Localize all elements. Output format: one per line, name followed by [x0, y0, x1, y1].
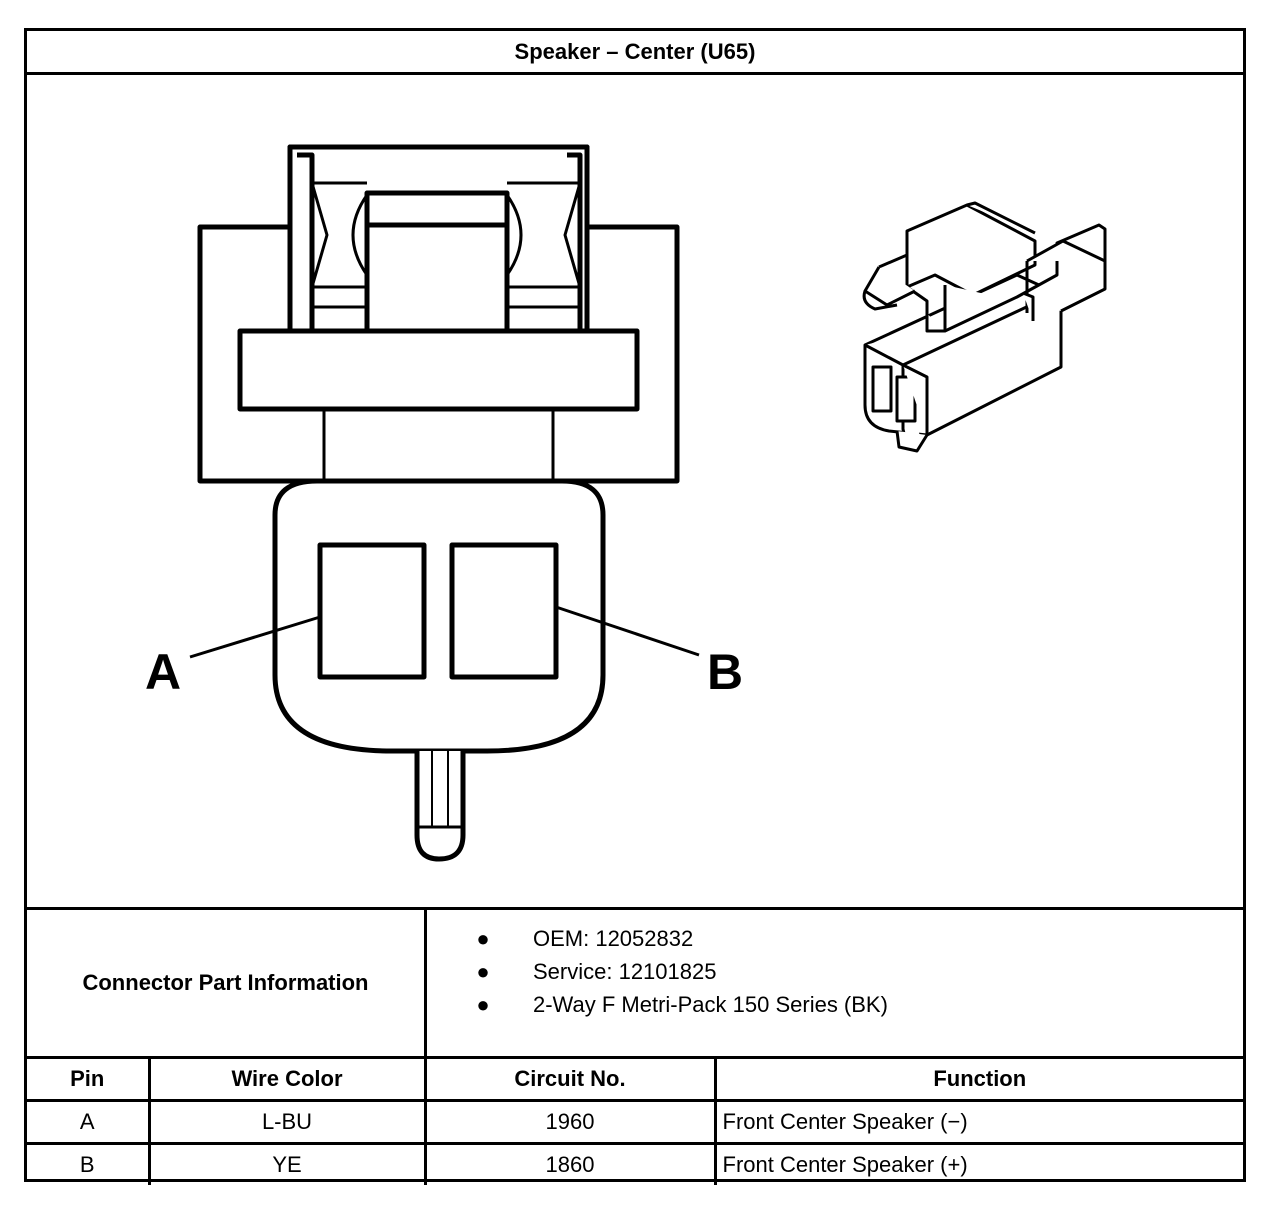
header-function: Function	[713, 1059, 1243, 1102]
bullet-icon: ●	[476, 926, 490, 951]
cell-wire-color: YE	[147, 1142, 427, 1185]
connector-face-view: A B	[145, 144, 1107, 862]
part-info-text: OEM: 12052832	[533, 926, 694, 951]
cell-function: Front Center Speaker (−)	[713, 1099, 1243, 1145]
connector-part-info-list: ● OEM: 12052832 ● Service: 12101825 ● 2-Way…	[473, 922, 888, 1021]
cavity-a	[317, 542, 427, 680]
cell-wire-color: L-BU	[147, 1099, 427, 1145]
part-info-text: Service: 12101825	[533, 959, 717, 984]
bullet-icon: ●	[476, 992, 490, 1017]
connector-part-info-label: Connector Part Information	[27, 910, 427, 1056]
cell-function: Front Center Speaker (+)	[713, 1142, 1243, 1185]
cell-pin: B	[27, 1142, 151, 1185]
bullet-icon: ●	[476, 959, 490, 984]
cell-circuit-no: 1960	[423, 1099, 717, 1145]
header-pin: Pin	[27, 1059, 151, 1102]
table-row: B YE 1860 Front Center Speaker (+)	[27, 1142, 1243, 1185]
pin-table-header: Pin Wire Color Circuit No. Function	[27, 1059, 1243, 1102]
pin-label-b: B	[707, 644, 743, 700]
cell-circuit-no: 1860	[423, 1142, 717, 1185]
pin-label-a: A	[145, 644, 181, 700]
pin-table: Pin Wire Color Circuit No. Function A L-…	[27, 1059, 1243, 1185]
part-info-text: 2-Way F Metri-Pack 150 Series (BK)	[533, 992, 888, 1017]
connector-isometric-view	[862, 201, 1107, 453]
cavity-b	[449, 542, 559, 680]
part-info-item: ● 2-Way F Metri-Pack 150 Series (BK)	[473, 988, 888, 1021]
header-circuit-no: Circuit No.	[423, 1059, 717, 1102]
connector-sheet: Speaker – Center (U65)	[24, 28, 1246, 1185]
header-wire-color: Wire Color	[147, 1059, 427, 1102]
connector-part-info-row: Connector Part Information ● OEM: 1205283…	[27, 907, 1243, 1059]
part-info-item: ● Service: 12101825	[473, 955, 888, 988]
part-info-item: ● OEM: 12052832	[473, 922, 888, 955]
page-title: Speaker – Center (U65)	[27, 31, 1243, 75]
connector-drawing: A B	[27, 75, 1243, 907]
table-row: A L-BU 1960 Front Center Speaker (−)	[27, 1099, 1243, 1145]
cell-pin: A	[27, 1099, 151, 1145]
